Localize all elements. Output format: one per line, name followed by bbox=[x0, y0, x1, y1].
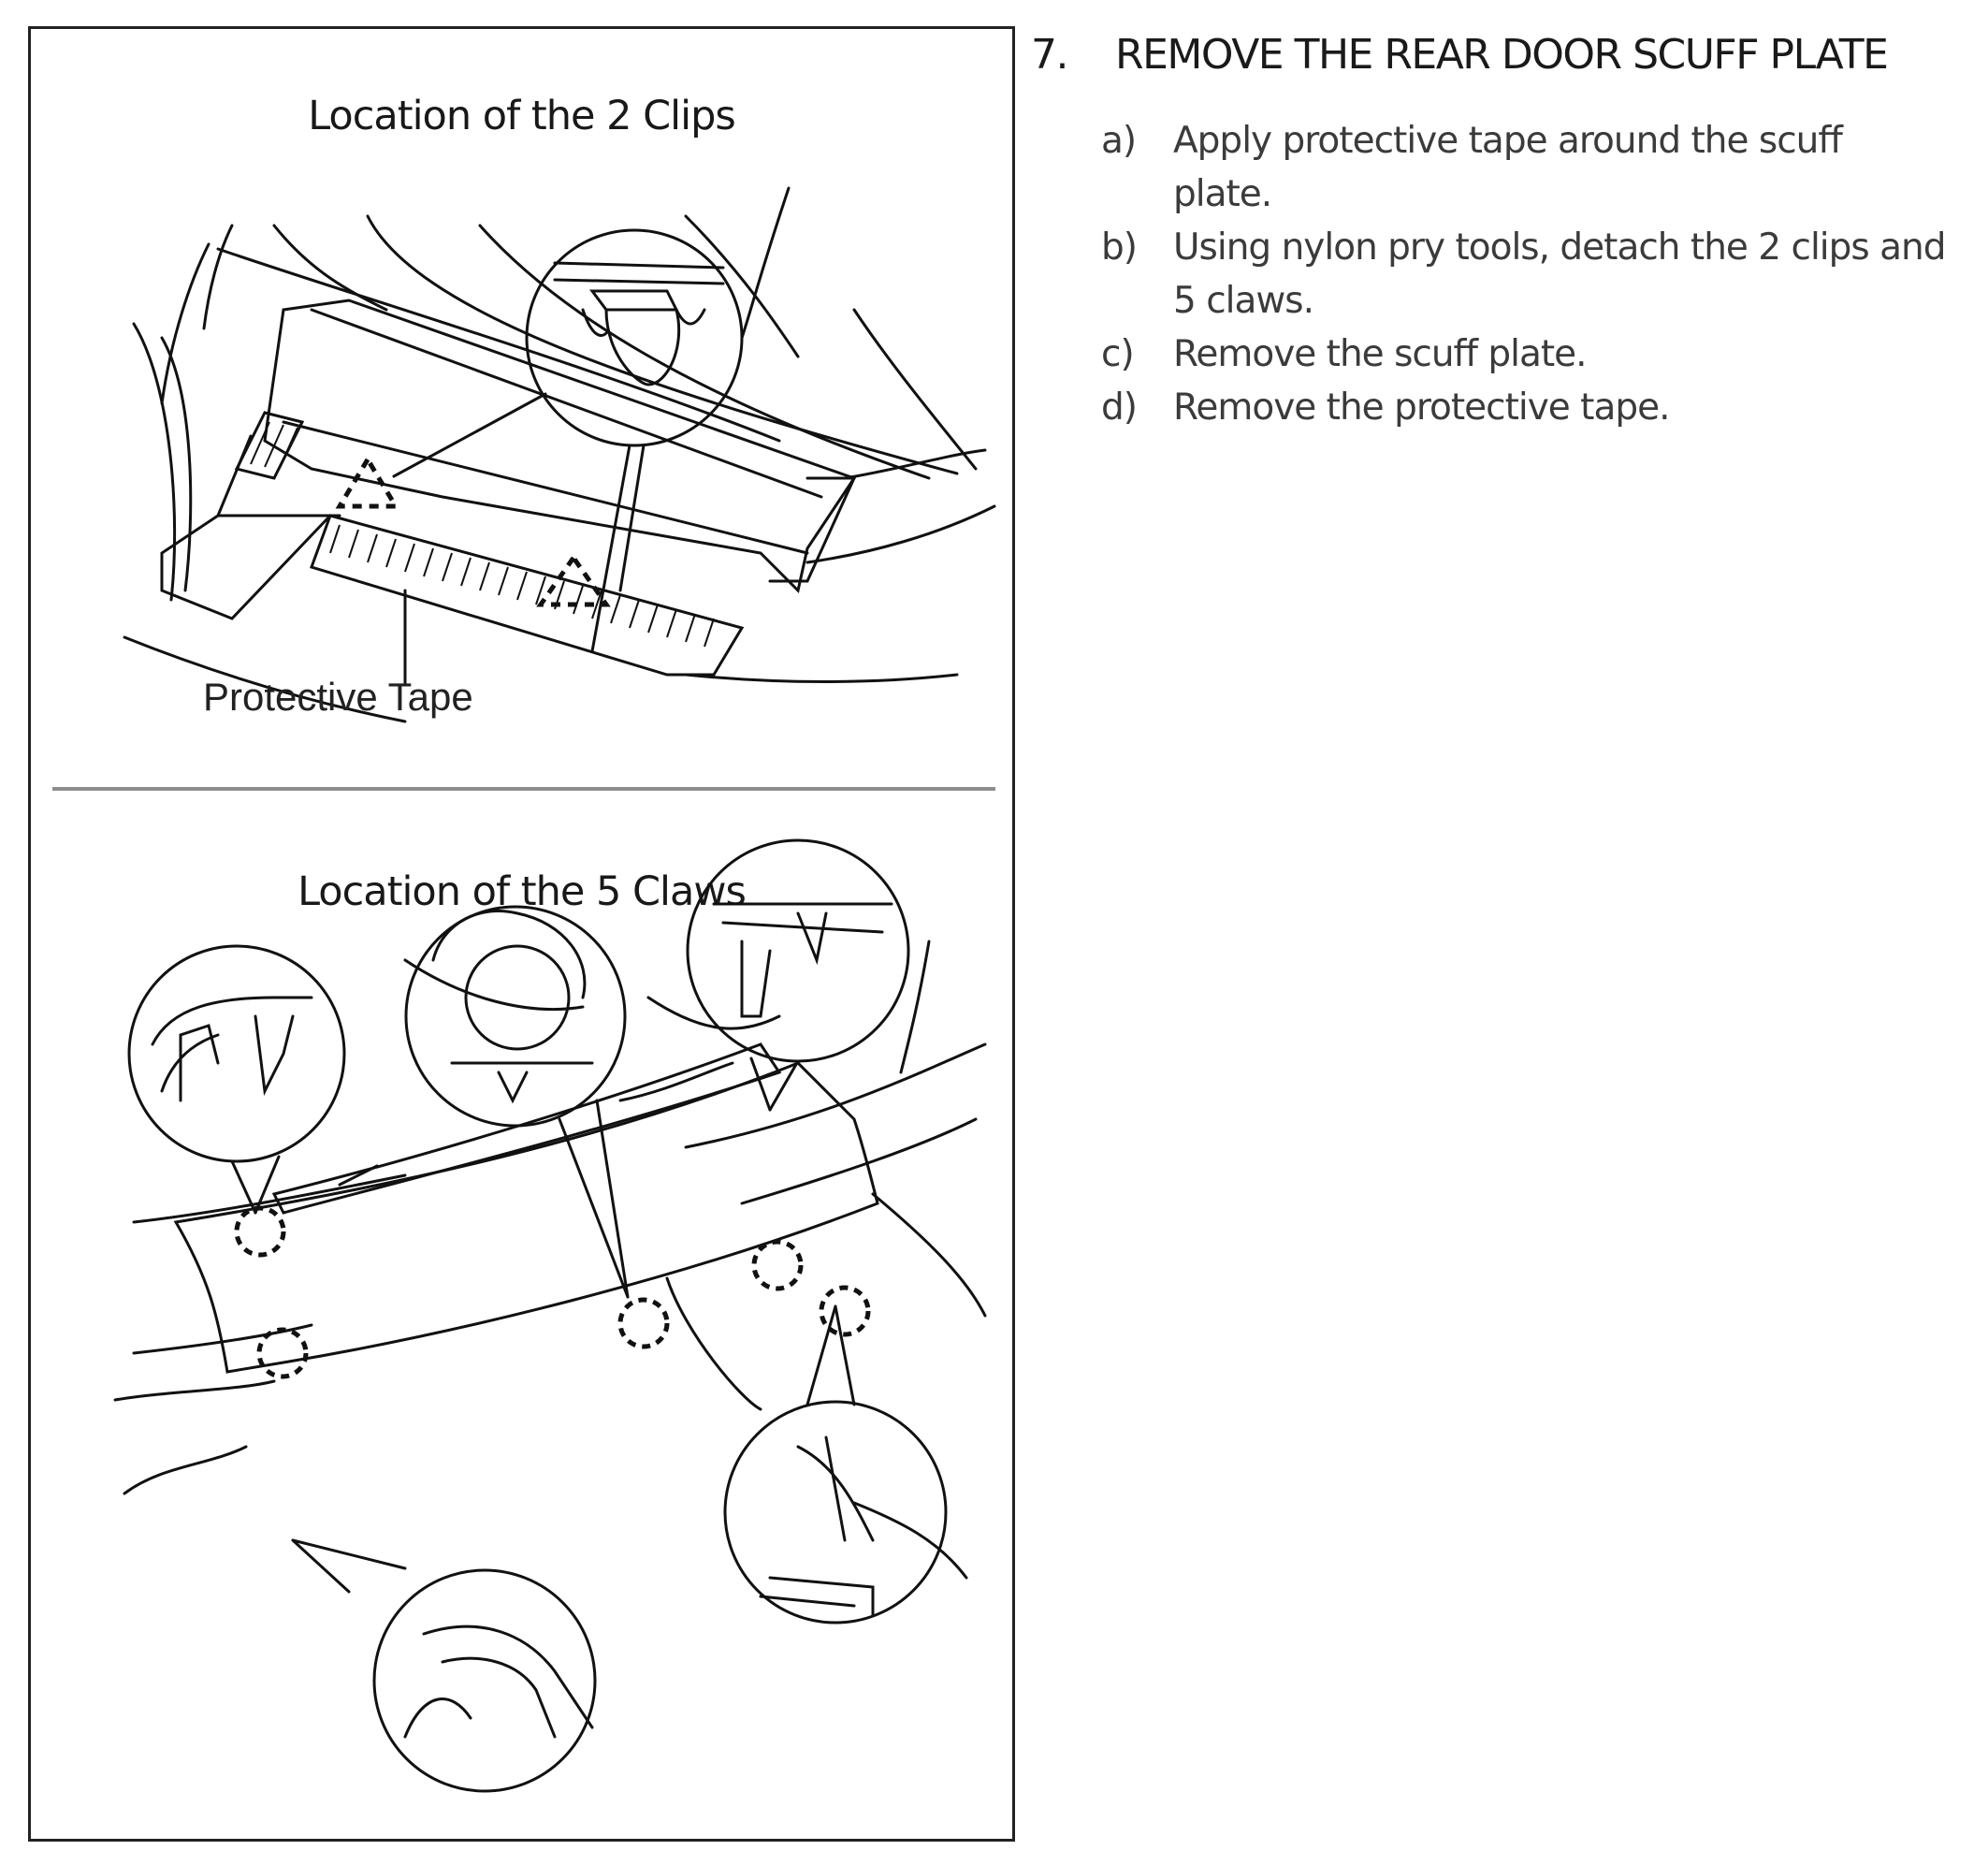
list-item: d) Remove the protective tape. bbox=[1101, 381, 1966, 434]
step-number: 7. bbox=[1031, 31, 1068, 79]
list-item: a) Apply protective tape around the scuf… bbox=[1101, 114, 1966, 221]
illustration-frame: Location of the 2 Clips bbox=[28, 26, 1015, 1842]
item-text: Using nylon pry tools, detach the 2 clip… bbox=[1173, 226, 1946, 322]
procedure-section: 7. REMOVE THE REAR DOOR SCUFF PLATE a) A… bbox=[1031, 26, 1966, 434]
step-title: REMOVE THE REAR DOOR SCUFF PLATE bbox=[1115, 31, 1889, 79]
item-text: Apply protective tape around the scuff p… bbox=[1173, 120, 1843, 215]
item-marker: a) bbox=[1101, 120, 1137, 162]
panel-divider bbox=[52, 787, 995, 791]
protective-tape-label: Protective Tape bbox=[203, 675, 473, 719]
instruction-list: a) Apply protective tape around the scuf… bbox=[1031, 114, 1966, 434]
clips-drawing bbox=[123, 186, 996, 723]
list-item: c) Remove the scuff plate. bbox=[1101, 328, 1966, 381]
claws-drawing bbox=[113, 838, 987, 1793]
item-marker: c) bbox=[1101, 333, 1135, 375]
claws-panel: Location of the 5 Claws bbox=[31, 792, 1012, 1840]
item-marker: d) bbox=[1101, 386, 1138, 429]
item-text: Remove the protective tape. bbox=[1173, 386, 1671, 429]
step-heading: 7. REMOVE THE REAR DOOR SCUFF PLATE bbox=[1031, 31, 1966, 79]
clips-panel-title: Location of the 2 Clips bbox=[308, 93, 736, 139]
item-text: Remove the scuff plate. bbox=[1173, 333, 1588, 375]
item-marker: b) bbox=[1101, 226, 1138, 269]
clips-panel: Location of the 2 Clips bbox=[31, 29, 1012, 789]
list-item: b) Using nylon pry tools, detach the 2 c… bbox=[1101, 221, 1966, 328]
